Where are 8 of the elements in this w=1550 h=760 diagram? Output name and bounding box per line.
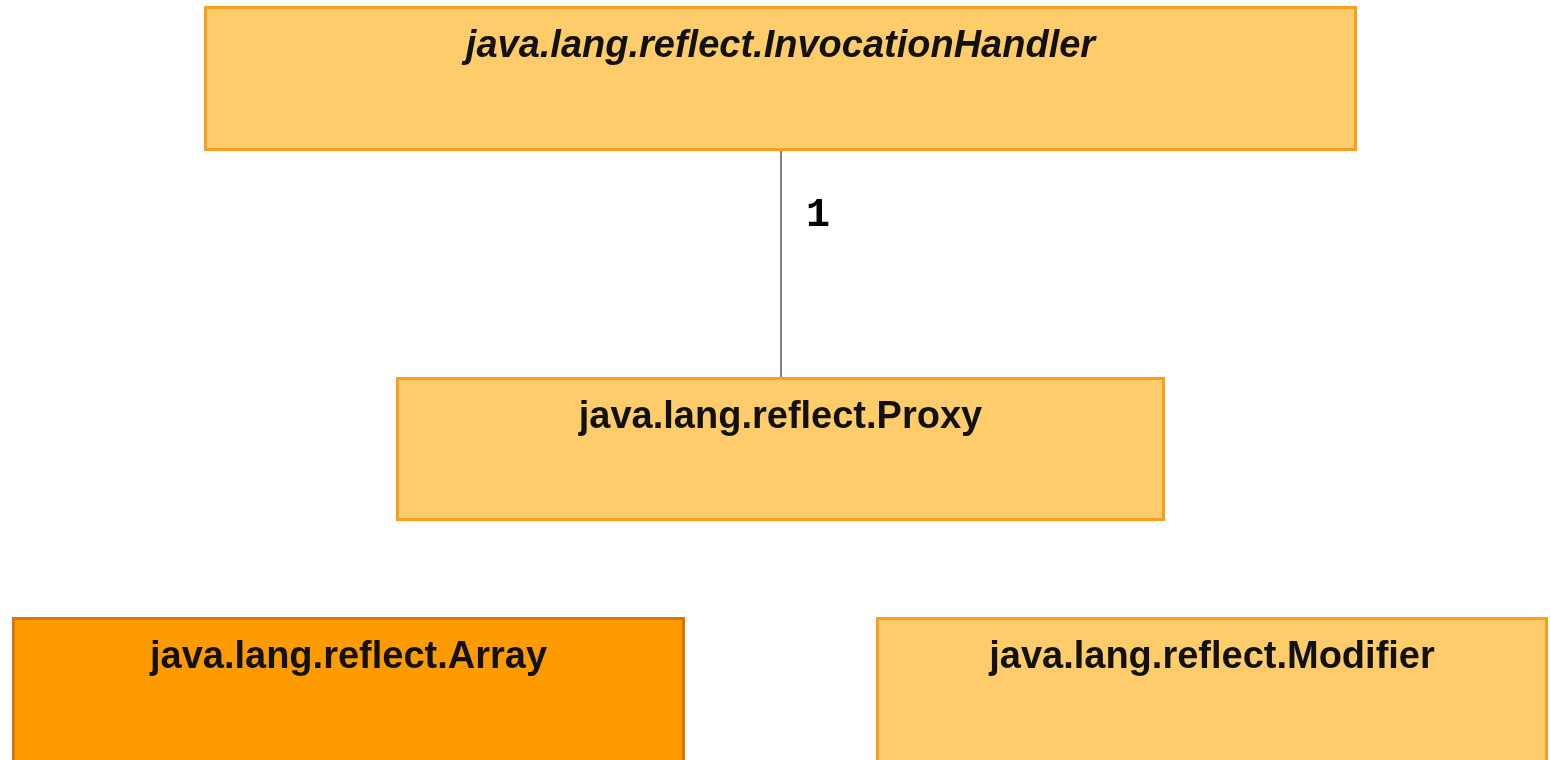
class-name: java.lang.reflect.Array bbox=[149, 634, 548, 677]
class-box bbox=[876, 617, 1548, 760]
class-box bbox=[396, 377, 1165, 521]
class-name: java.lang.reflect.Modifier bbox=[989, 634, 1435, 677]
class-box bbox=[12, 617, 685, 760]
class-name: java.lang.reflect.Proxy bbox=[578, 394, 983, 437]
connector-line bbox=[780, 150, 782, 378]
class-box bbox=[204, 6, 1357, 151]
